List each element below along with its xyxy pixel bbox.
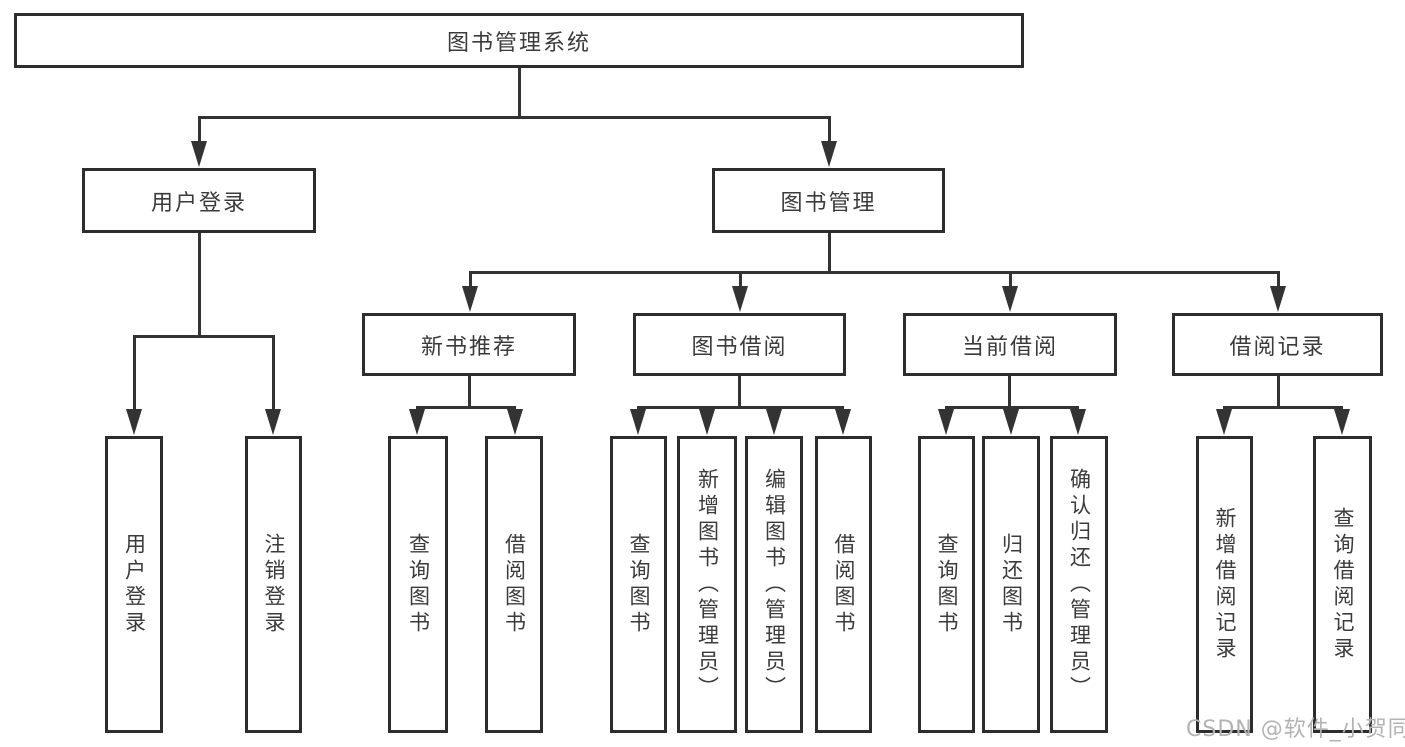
node-new-book-recommend: 新书推荐 [362, 313, 576, 376]
arrow-down-icon [938, 409, 954, 435]
connector-line [1277, 273, 1280, 286]
node-bb-query-book: 查询图书 [610, 436, 667, 733]
connector-line [469, 271, 1280, 274]
arrow-down-icon [1002, 286, 1018, 312]
connector-line [198, 117, 201, 141]
arrow-down-icon [126, 409, 142, 435]
node-current-borrow: 当前借阅 [903, 313, 1117, 376]
arrow-down-icon [732, 286, 748, 312]
node-rec-query-book: 查询图书 [388, 436, 448, 733]
connector-line [198, 116, 831, 119]
arrow-down-icon [630, 409, 646, 435]
arrow-down-icon [1003, 409, 1019, 435]
arrow-down-icon [409, 409, 425, 435]
node-bb-borrow-book: 借阅图书 [815, 436, 872, 733]
arrow-down-icon [1334, 409, 1350, 435]
arrow-down-icon [835, 409, 851, 435]
connector-line [945, 406, 1079, 409]
node-book-management: 图书管理 [712, 168, 945, 233]
arrow-down-icon [1270, 286, 1286, 312]
node-user-login: 用户登录 [82, 168, 316, 233]
arrow-down-icon [462, 286, 478, 312]
connector-line [133, 337, 136, 409]
node-bb-edit-book: 编辑图书（管理员） [745, 436, 803, 733]
node-cb-confirm-return: 确认归还（管理员） [1050, 436, 1108, 733]
connector-line [272, 337, 275, 409]
connector-line [738, 376, 741, 409]
node-leaf-user-login: 用户登录 [105, 436, 163, 733]
arrow-down-icon [821, 141, 837, 167]
connector-line [468, 376, 471, 409]
node-rec-borrow-book: 借阅图书 [485, 436, 543, 733]
node-root: 图书管理系统 [14, 13, 1024, 68]
connector-line [518, 68, 521, 117]
connector-line [828, 117, 831, 141]
connector-line [1009, 273, 1012, 286]
csdn-watermark: CSDN @软件_小贺同学 [1186, 717, 1405, 742]
connector-line [637, 406, 844, 409]
arrow-down-icon [1216, 409, 1232, 435]
node-cb-query-book: 查询图书 [918, 436, 975, 733]
node-book-borrow: 图书借阅 [633, 313, 846, 376]
arrow-down-icon [265, 409, 281, 435]
connector-line [1008, 376, 1011, 409]
arrow-down-icon [766, 409, 782, 435]
connector-line [739, 273, 742, 286]
node-bb-add-book: 新增图书（管理员） [677, 436, 737, 733]
arrow-down-icon [507, 409, 523, 435]
connector-line [416, 406, 516, 409]
connector-line [1223, 406, 1343, 409]
connector-line [198, 233, 201, 337]
node-br-add-record: 新增借阅记录 [1196, 436, 1253, 733]
arrow-down-icon [191, 141, 207, 167]
node-leaf-logout: 注销登录 [245, 436, 302, 733]
connector-line [133, 335, 275, 338]
connector-line [1277, 376, 1280, 409]
arrow-down-icon [699, 409, 715, 435]
node-cb-return-book: 归还图书 [982, 436, 1040, 733]
node-br-query-record: 查询借阅记录 [1313, 436, 1372, 733]
node-borrow-records: 借阅记录 [1172, 313, 1383, 376]
connector-line [828, 233, 831, 274]
arrow-down-icon [1070, 409, 1086, 435]
connector-line [469, 273, 472, 286]
